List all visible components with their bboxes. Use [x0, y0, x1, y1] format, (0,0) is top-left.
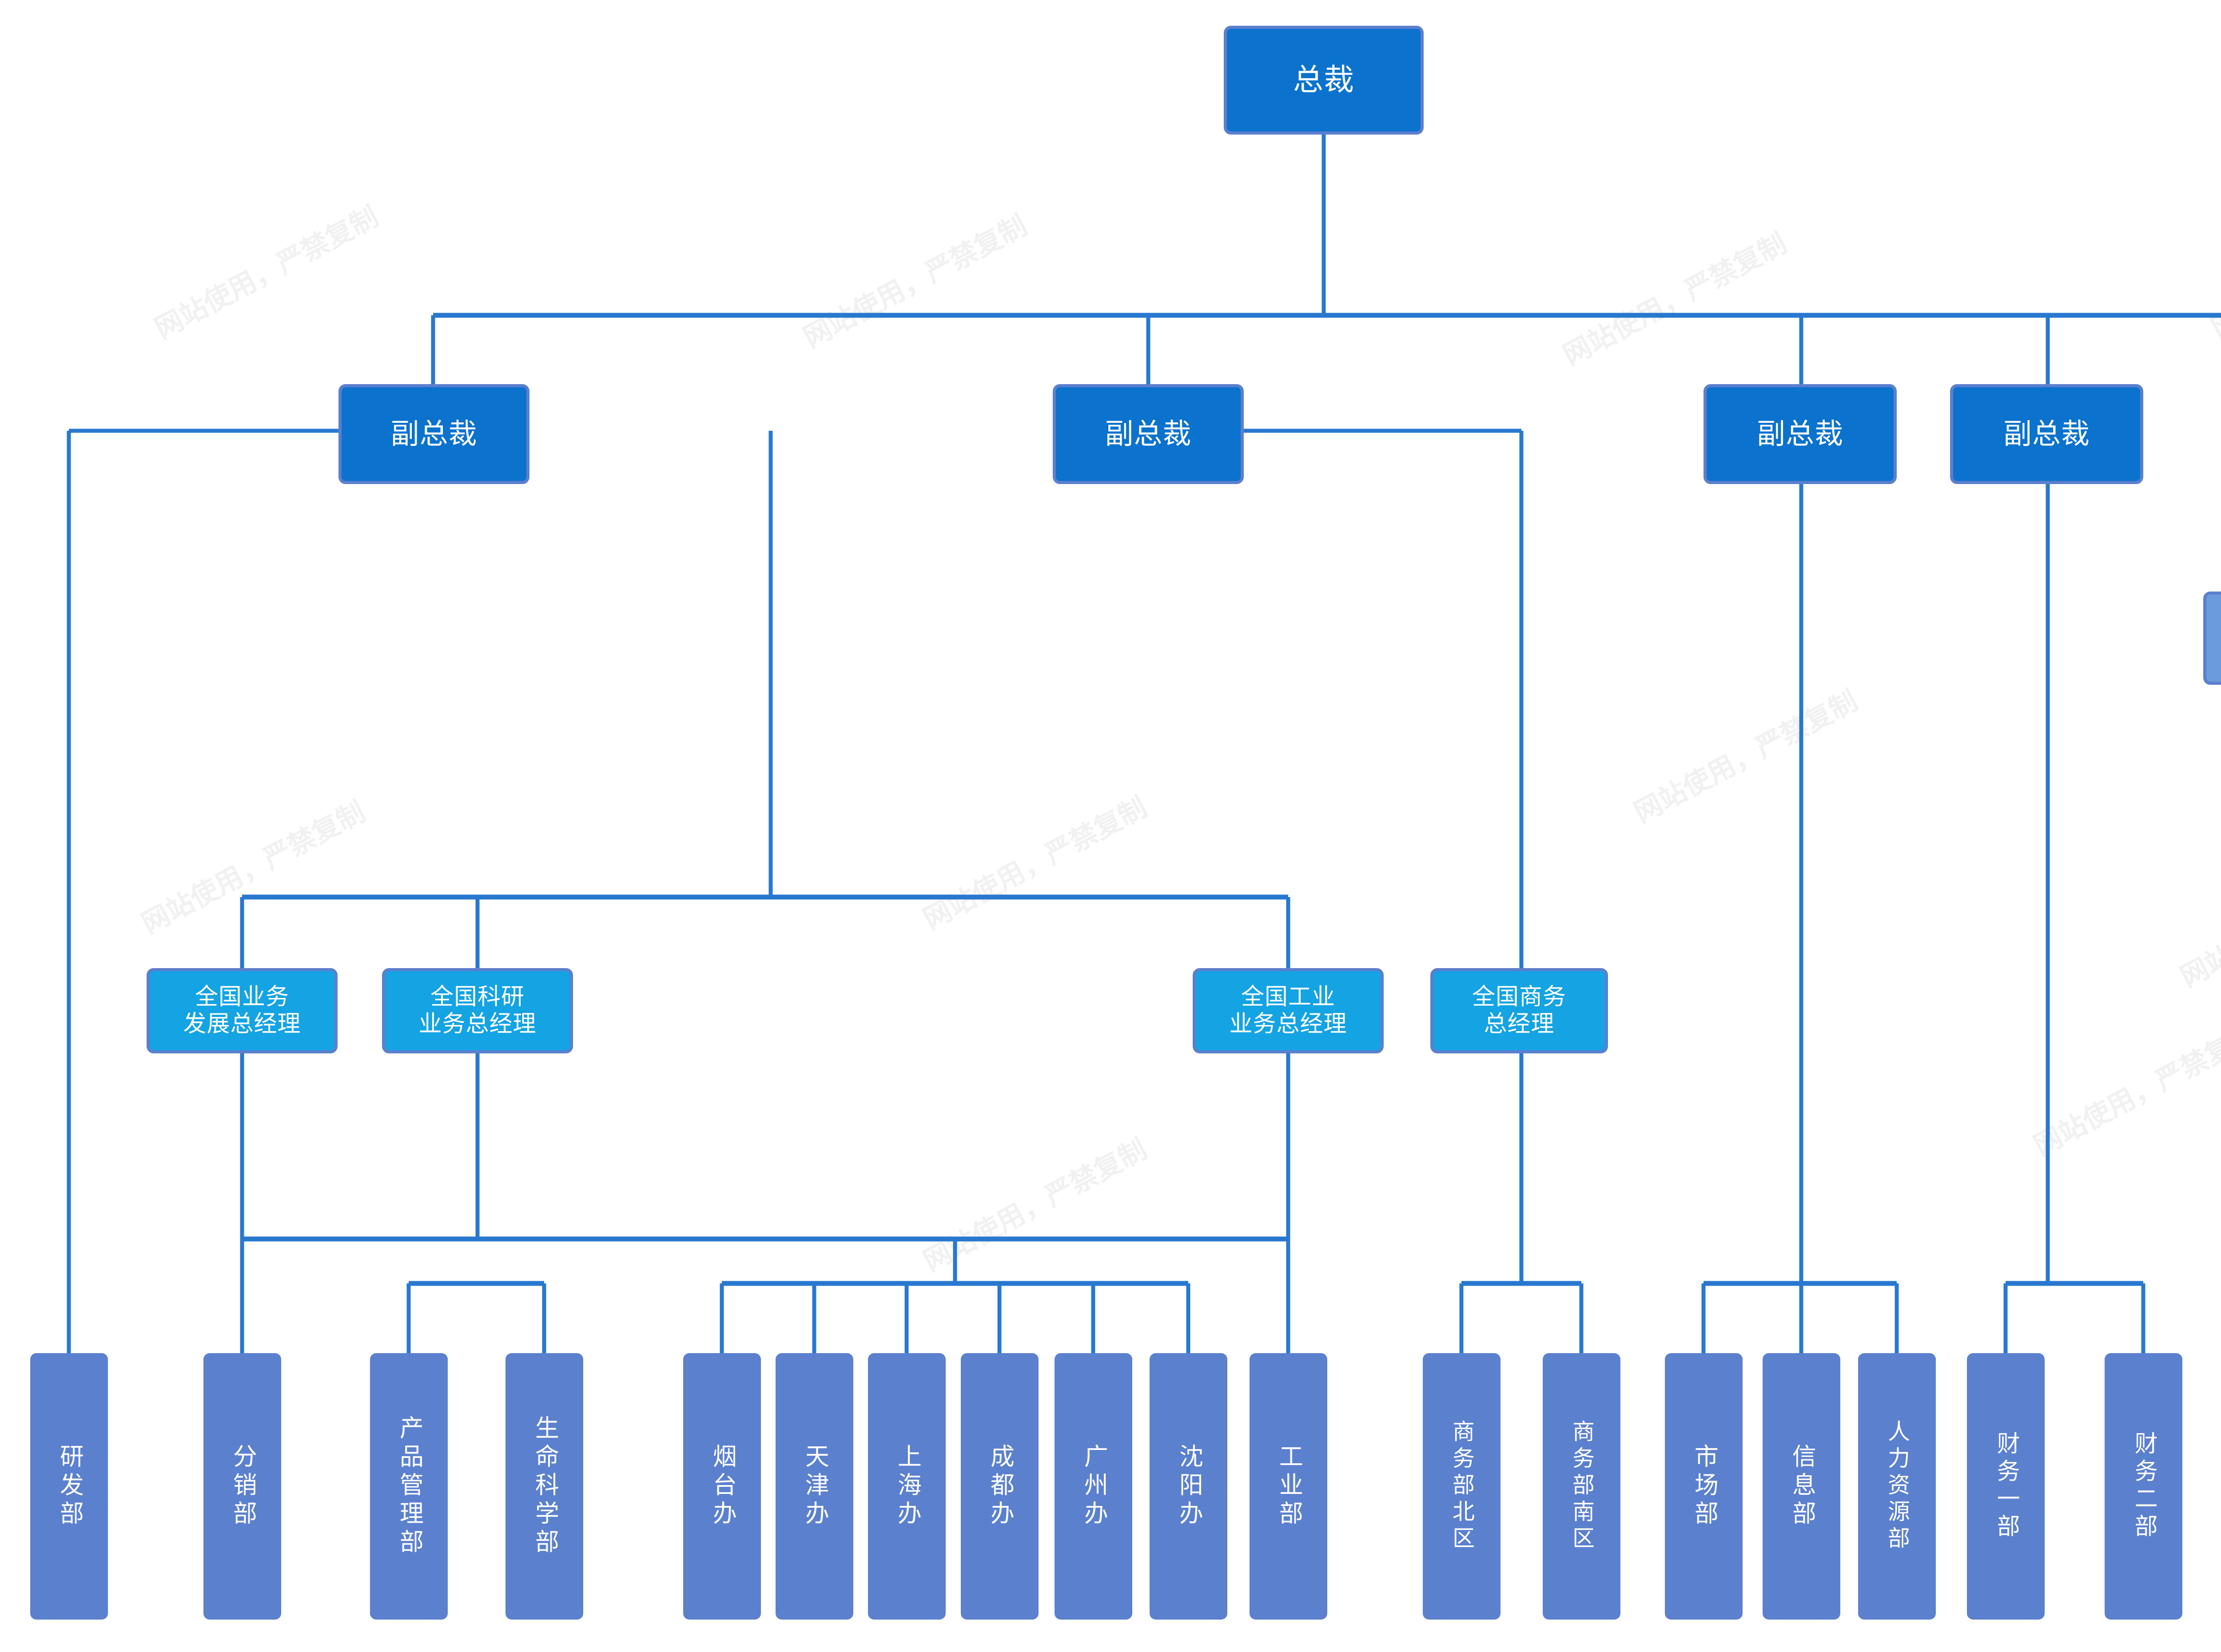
node-label-line2: 业务总经理: [418, 1011, 537, 1037]
node-dept-finance-1[interactable]: 财务一部: [1967, 1353, 2045, 1620]
node-label-line2: 发展总经理: [183, 1011, 301, 1037]
node-office-yantai[interactable]: 烟台办: [683, 1353, 761, 1620]
node-label: 信息部: [1788, 1444, 1815, 1529]
node-dept-marketing[interactable]: 市场部: [1665, 1353, 1743, 1620]
node-label: 商务部南区: [1569, 1420, 1594, 1553]
node-office-chengdu[interactable]: 成都办: [961, 1353, 1039, 1620]
node-dept-rd[interactable]: 研发部: [30, 1353, 108, 1620]
node-label: 产品管理部: [396, 1415, 423, 1557]
node-office-tianjin[interactable]: 天津办: [776, 1353, 853, 1620]
node-label: 人力资源部: [1885, 1420, 1910, 1553]
node-label: 研发部: [56, 1444, 83, 1529]
node-gm-commerce[interactable]: 全国商务 总经理: [1430, 968, 1608, 1053]
node-label: 总裁: [1293, 63, 1354, 97]
node-gm-business-development[interactable]: 全国业务 发展总经理: [147, 968, 338, 1053]
node-office-shanghai[interactable]: 上海办: [868, 1353, 946, 1620]
node-label-line1: 全国科研: [430, 984, 525, 1010]
node-label: 财务一部: [1993, 1431, 2019, 1541]
watermark-text: 网站使用，严禁复制: [136, 796, 370, 940]
node-office-guangzhou[interactable]: 广州办: [1055, 1353, 1132, 1620]
node-dept-commerce-north[interactable]: 商务部北区: [1423, 1353, 1501, 1620]
node-vice-president-2[interactable]: 副总裁: [1053, 384, 1244, 484]
node-label: 副总裁: [390, 417, 478, 450]
node-dept-human-resources[interactable]: 人力资源部: [1858, 1353, 1936, 1620]
watermark-text: 网站使用，严禁复制: [150, 201, 384, 345]
node-label: 副总裁: [1105, 417, 1192, 450]
node-label: 副总裁: [2003, 417, 2090, 450]
node-dept-product-management[interactable]: 产品管理部: [370, 1353, 448, 1620]
node-label: 财务二部: [2131, 1431, 2157, 1541]
watermark-text: 网站使用，严禁复制: [1629, 685, 1863, 829]
watermark-text: 网站使用，严禁复制: [918, 792, 1152, 935]
node-gm-industry[interactable]: 全国工业 业务总经理: [1193, 968, 1384, 1053]
watermark-text: 网站使用，严禁复制: [2029, 1018, 2221, 1162]
watermark-text: 网站使用，严禁复制: [1558, 228, 1792, 371]
node-label: 沈阳办: [1175, 1444, 1202, 1529]
node-label: 分销部: [229, 1444, 256, 1529]
node-label: 烟台办: [709, 1444, 736, 1529]
node-label: 广州办: [1080, 1444, 1107, 1529]
node-label-line1: 全国业务: [195, 984, 289, 1010]
node-label: 成都办: [987, 1444, 1014, 1529]
node-dept-commerce-south[interactable]: 商务部南区: [1543, 1353, 1620, 1620]
node-president[interactable]: 总裁: [1224, 26, 1424, 135]
node-label: 上海办: [894, 1444, 921, 1529]
node-vice-president-3[interactable]: 副总裁: [1704, 384, 1897, 484]
node-dept-life-science[interactable]: 生命科学部: [505, 1353, 583, 1620]
node-dept-industry[interactable]: 工业部: [1250, 1353, 1327, 1620]
watermark-text: 网站使用，严禁复制: [918, 1134, 1152, 1277]
node-dept-distribution[interactable]: 分销部: [203, 1353, 281, 1620]
watermark-text: 网站使用，严禁复制: [798, 210, 1032, 353]
node-dept-information[interactable]: 信息部: [1763, 1353, 1840, 1620]
node-label: 天津办: [801, 1444, 828, 1529]
node-label: 工业部: [1275, 1444, 1302, 1529]
node-gm-research[interactable]: 全国科研 业务总经理: [382, 968, 573, 1053]
node-vice-president-1[interactable]: 副总裁: [338, 384, 529, 484]
node-label: 副总裁: [1757, 417, 1843, 450]
node-label-line1: 全国工业: [1241, 984, 1335, 1010]
node-label: 商务部北区: [1449, 1420, 1474, 1553]
node-office-shenyang[interactable]: 沈阳办: [1150, 1353, 1227, 1620]
node-label: 生命科学部: [531, 1415, 558, 1557]
node-label-line2: 总经理: [1484, 1011, 1555, 1037]
node-label: 市场部: [1691, 1444, 1718, 1529]
node-president-assistant[interactable]: 总裁助理: [2203, 592, 2221, 685]
node-dept-finance-2[interactable]: 财务二部: [2105, 1353, 2182, 1620]
node-label-line2: 业务总经理: [1229, 1011, 1347, 1037]
watermark-text: 网站使用，严禁复制: [2206, 201, 2221, 345]
node-label-line1: 全国商务: [1472, 984, 1566, 1010]
node-vice-president-4[interactable]: 副总裁: [1950, 384, 2143, 484]
watermark-text: 网站使用，严禁复制: [2175, 850, 2221, 993]
